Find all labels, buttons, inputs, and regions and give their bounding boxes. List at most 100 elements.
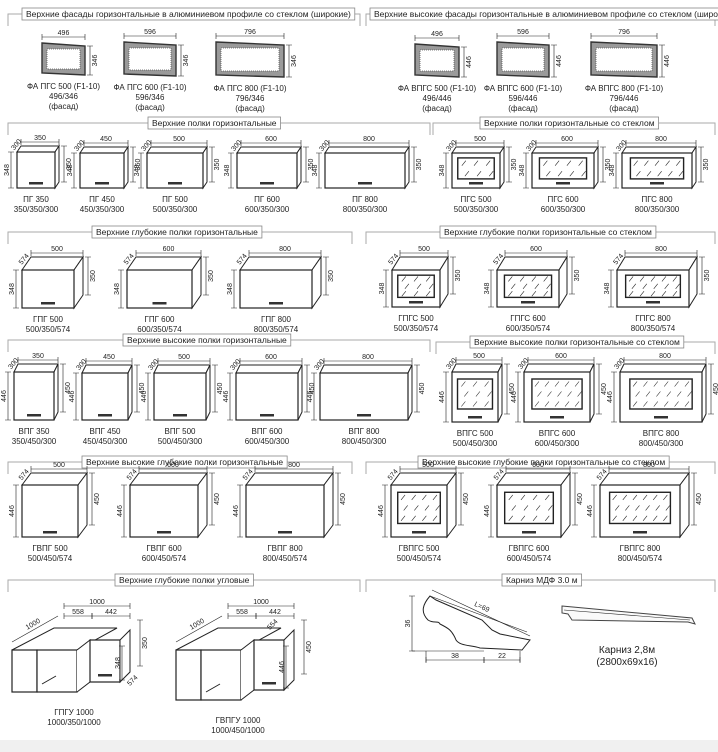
item-model: ПГ 600 bbox=[254, 195, 280, 204]
height-dimension-line bbox=[515, 371, 521, 423]
width-dimension-label: 500 bbox=[178, 354, 190, 361]
item-dimensions: 600/450/300 bbox=[245, 437, 290, 446]
item-dimensions: 800/350/574 bbox=[254, 325, 299, 334]
glass-reflection-mark bbox=[547, 391, 552, 397]
cabinet-door bbox=[153, 372, 207, 421]
glass-reflection-mark bbox=[643, 401, 648, 407]
cornice-profile-edge bbox=[429, 595, 528, 633]
glass-reflection-mark bbox=[653, 401, 659, 407]
item-model: ГПГУ 1000 bbox=[54, 708, 94, 717]
glass-reflection-mark bbox=[422, 515, 427, 521]
cabinet-side-panel bbox=[175, 649, 202, 701]
section-title-box bbox=[469, 335, 685, 349]
width-dimension-label: 1000 bbox=[253, 599, 269, 606]
glass-reflection-mark bbox=[432, 515, 438, 521]
glass-reflection-mark bbox=[543, 276, 548, 282]
width-dimension-line bbox=[157, 358, 211, 364]
cornice-profile bbox=[422, 595, 531, 651]
glass-reflection-mark bbox=[653, 381, 659, 387]
width-dimension-label: 450 bbox=[100, 136, 112, 143]
height-dimension-label: 446 bbox=[378, 505, 385, 517]
cabinet-side bbox=[446, 471, 457, 539]
glass-reflection-mark bbox=[554, 401, 560, 407]
glass-reflection-mark bbox=[668, 170, 673, 177]
handle-icon bbox=[409, 301, 423, 304]
handle-icon bbox=[469, 182, 483, 185]
glass-reflection-mark bbox=[534, 381, 540, 387]
handle-icon bbox=[43, 531, 57, 534]
cabinet-side bbox=[119, 628, 131, 684]
glass-reflection-mark bbox=[650, 290, 656, 297]
width-dimension-label: 496 bbox=[58, 30, 70, 37]
glass-reflection-mark bbox=[464, 391, 469, 397]
section-9: Верхние высокие глубокие полки горизонта… bbox=[365, 455, 716, 563]
item-model: ФА ПГС 800 (F1-10) bbox=[214, 84, 287, 93]
glass-reflection-mark bbox=[656, 391, 661, 397]
height-dimension-label: 350 bbox=[135, 159, 142, 171]
handle-icon bbox=[152, 302, 167, 305]
height-dimension-line bbox=[611, 371, 617, 423]
glass-reflection-mark bbox=[564, 381, 570, 387]
glass-reflection-mark bbox=[461, 401, 466, 407]
glass-reflection-mark bbox=[548, 505, 553, 511]
section-title-box bbox=[439, 225, 657, 239]
glass-reflection-mark bbox=[414, 505, 419, 511]
glass-reflection-mark bbox=[661, 290, 667, 297]
handle-icon bbox=[41, 675, 57, 685]
glass-reflection-mark bbox=[534, 401, 540, 407]
glass-reflection-mark bbox=[401, 276, 407, 282]
section-title: Верхние высокие глубокие полки горизонта… bbox=[422, 457, 665, 467]
item-model: ПГ 800 bbox=[352, 195, 378, 204]
width-dimension-label: 800 bbox=[279, 246, 291, 253]
item-dimensions: 500/450/574 bbox=[397, 554, 442, 563]
cabinet-side bbox=[560, 471, 571, 539]
cabinet-top bbox=[235, 364, 303, 374]
height-dimension-line bbox=[145, 372, 151, 421]
item-dimensions: 800/350/574 bbox=[631, 324, 676, 333]
glass-reflection-mark bbox=[508, 494, 513, 501]
glass-reflection-mark bbox=[522, 283, 528, 289]
height-dimension-label: 348 bbox=[224, 165, 231, 177]
item-dimensions: 450/350/300 bbox=[80, 205, 125, 214]
width-dimension-label: 22 bbox=[498, 653, 506, 660]
item-model: ВПГ 500 bbox=[165, 427, 197, 436]
item-model: ГВПГ 500 bbox=[32, 544, 68, 553]
